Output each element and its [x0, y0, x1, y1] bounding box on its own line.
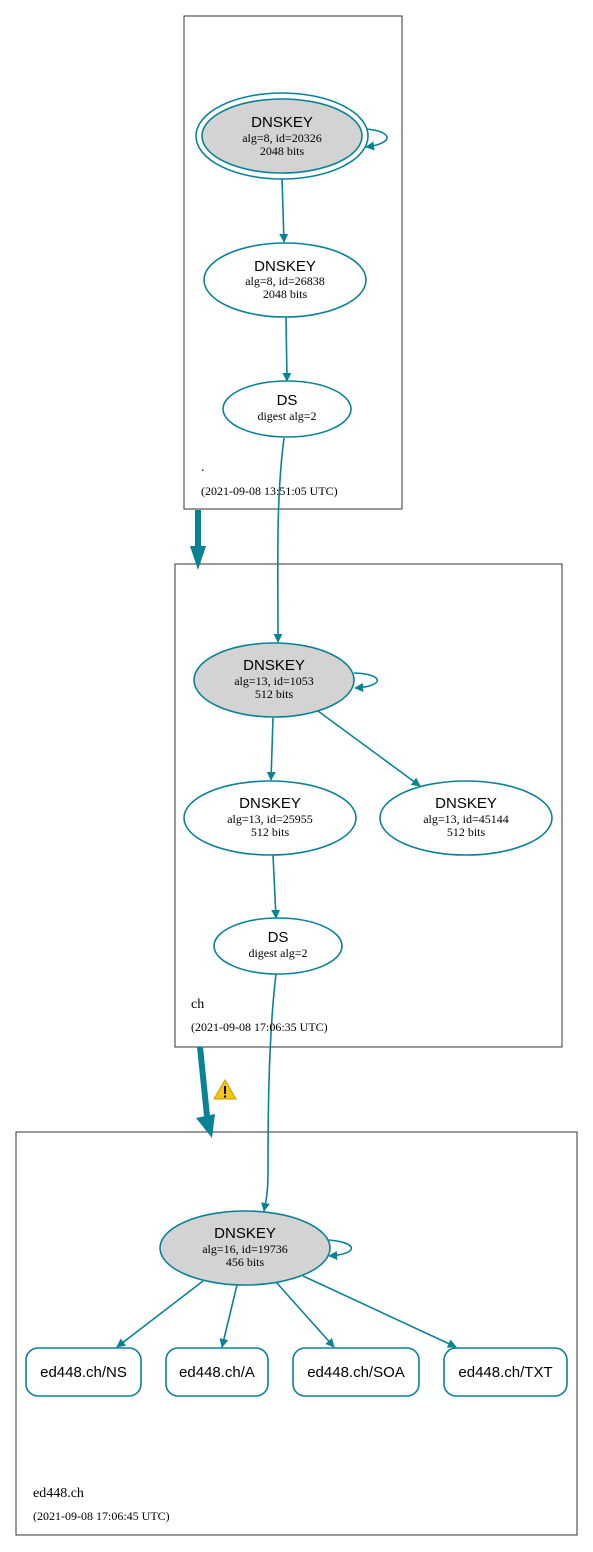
delegation-arrowhead-root-ch: [190, 546, 206, 570]
zone-timestamp-ed448: (2021-09-08 17:06:45 UTC): [33, 1509, 170, 1523]
self-edge-20326: [365, 128, 388, 151]
dnskey-node-25955[interactable]: DNSKEY alg=13, id=25955 512 bits: [183, 780, 357, 856]
edge-19736-txt: [302, 1275, 457, 1348]
node-title: DS: [277, 392, 298, 409]
rrset-node-ns[interactable]: ed448.ch/NS: [25, 1347, 142, 1397]
rrset-node-a[interactable]: ed448.ch/A: [165, 1347, 269, 1397]
edge-25955-ds: [271, 854, 281, 919]
node-bits: 456 bits: [226, 1255, 265, 1269]
node-bits: 512 bits: [255, 687, 294, 701]
node-title: DNSKEY: [435, 795, 497, 812]
edge-19736-soa: [275, 1281, 335, 1348]
node-digest: digest alg=2: [257, 409, 316, 423]
edge-19736-ns: [116, 1280, 204, 1348]
node-alg-id: alg=13, id=1053: [234, 674, 314, 688]
rrset-node-soa[interactable]: ed448.ch/SOA: [292, 1347, 420, 1397]
node-title: DNSKEY: [243, 657, 305, 674]
zone-ed448-box: [15, 1131, 578, 1536]
node-title: DNSKEY: [251, 114, 313, 131]
node-bits: 2048 bits: [260, 144, 305, 158]
zone-timestamp-root: (2021-09-08 13:51:05 UTC): [201, 484, 338, 498]
dnskey-node-45144[interactable]: DNSKEY alg=13, id=45144 512 bits: [379, 780, 553, 856]
node-title: DNSKEY: [254, 258, 316, 275]
zone-ch-box: [174, 563, 563, 1048]
node-digest: digest alg=2: [248, 946, 307, 960]
node-bits: 512 bits: [251, 825, 290, 839]
edge-20326-26838: [279, 177, 289, 243]
dnskey-node-20326[interactable]: DNSKEY alg=8, id=20326 2048 bits: [195, 92, 369, 180]
zone-timestamp-ch: (2021-09-08 17:06:35 UTC): [191, 1020, 328, 1034]
zone-name-ed448: ed448.ch: [33, 1486, 84, 1501]
node-title: DS: [268, 929, 289, 946]
edge-1053-45144: [317, 710, 421, 787]
rrset-label: ed448.ch/SOA: [307, 1364, 405, 1381]
dnskey-node-26838[interactable]: DNSKEY alg=8, id=26838 2048 bits: [203, 242, 367, 318]
dnskey-node-1053[interactable]: DNSKEY alg=13, id=1053 512 bits: [193, 642, 355, 718]
edge-root-ds-ch-1053: [273, 437, 285, 643]
node-alg-id: alg=13, id=25955: [227, 812, 313, 826]
zone-name-ch: ch: [191, 997, 204, 1012]
edge-19736-a: [219, 1284, 238, 1348]
edge-1053-25955: [266, 717, 276, 781]
edge-26838-ds: [282, 316, 292, 382]
self-edge-1053: [353, 672, 379, 692]
edge-ch-ds-ed448-19736: [261, 973, 277, 1212]
ds-node-ch[interactable]: DS digest alg=2: [213, 917, 343, 975]
node-alg-id: alg=8, id=20326: [242, 131, 322, 145]
rrset-label: ed448.ch/TXT: [458, 1364, 552, 1381]
delegation-arrow-ch-ed448: [197, 1046, 210, 1117]
self-edge-19736: [327, 1239, 353, 1260]
node-alg-id: alg=13, id=45144: [423, 812, 509, 826]
zone-name-root: .: [201, 460, 205, 475]
node-alg-id: alg=8, id=26838: [245, 274, 325, 288]
node-title: DNSKEY: [214, 1225, 276, 1242]
dnskey-node-19736[interactable]: DNSKEY alg=16, id=19736 456 bits: [159, 1210, 331, 1286]
ds-node-root[interactable]: DS digest alg=2: [222, 380, 352, 438]
delegation-arrowhead-ch-ed448: [196, 1114, 215, 1138]
node-title: DNSKEY: [239, 795, 301, 812]
rrset-label: ed448.ch/NS: [40, 1364, 127, 1381]
rrset-node-txt[interactable]: ed448.ch/TXT: [443, 1347, 568, 1397]
zone-root-box: [183, 15, 403, 510]
warning-triangle-icon[interactable]: [213, 1079, 237, 1100]
node-bits: 2048 bits: [263, 287, 308, 301]
rrset-label: ed448.ch/A: [179, 1364, 255, 1381]
node-bits: 512 bits: [447, 825, 486, 839]
node-alg-id: alg=16, id=19736: [202, 1242, 288, 1256]
